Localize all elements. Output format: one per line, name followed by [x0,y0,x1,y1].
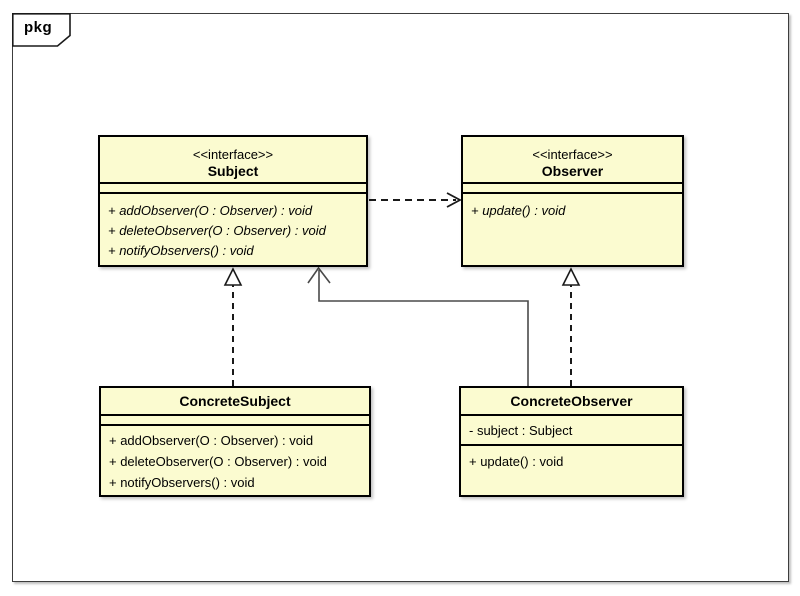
class-concrete-subject: ConcreteSubject + addObserver(O : Observ… [99,386,371,497]
method-item: + addObserver(O : Observer) : void [109,433,314,448]
class-observer: <<interface>> Observer + update() : void [461,135,684,267]
class-concrete-subject-methods-compartment: + addObserver(O : Observer) : void + del… [101,424,369,495]
class-subject-stereotype: <<interface>> [192,147,274,162]
class-subject-header: <<interface>> Subject [100,137,366,182]
class-concrete-subject-header: ConcreteSubject [101,388,369,414]
class-observer-attributes-compartment [463,182,682,192]
package-frame [12,13,789,582]
class-observer-methods-compartment: + update() : void [463,192,682,265]
class-concrete-observer-name: ConcreteObserver [510,393,633,409]
package-frame-label: pkg [24,19,53,36]
class-concrete-observer-header: ConcreteObserver [461,388,682,414]
method-item: + notifyObservers() : void [108,243,254,258]
class-observer-name: Observer [541,163,604,179]
class-observer-header: <<interface>> Observer [463,137,682,182]
class-subject-attributes-compartment [100,182,366,192]
class-concrete-observer: ConcreteObserver - subject : Subject + u… [459,386,684,497]
method-item: + deleteObserver(O : Observer) : void [108,223,326,238]
class-subject-name: Subject [207,163,259,179]
class-concrete-observer-attributes-compartment: - subject : Subject [461,414,682,444]
method-item: + notifyObservers() : void [109,475,255,490]
class-subject: <<interface>> Subject + addObserver(O : … [98,135,368,267]
method-item: + update() : void [471,203,566,218]
method-item: + deleteObserver(O : Observer) : void [109,454,327,469]
class-concrete-subject-attributes-compartment [101,414,369,424]
class-observer-stereotype: <<interface>> [532,147,613,162]
method-item: + update() : void [469,454,564,469]
attribute-item: - subject : Subject [469,423,573,438]
class-concrete-subject-name: ConcreteSubject [179,393,291,409]
class-concrete-observer-methods-compartment: + update() : void [461,444,682,495]
class-subject-methods-compartment: + addObserver(O : Observer) : void + del… [100,192,366,265]
method-item: + addObserver(O : Observer) : void [108,203,313,218]
